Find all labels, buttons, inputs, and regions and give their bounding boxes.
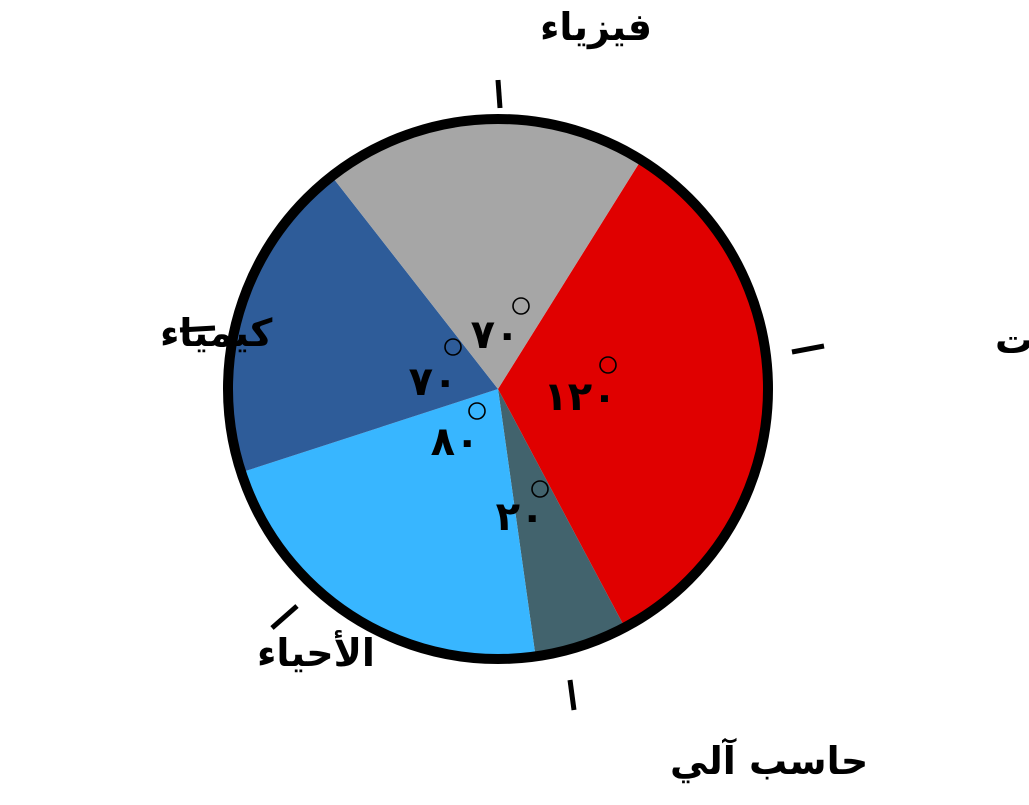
- pie-slice-2: [498, 389, 625, 657]
- degree-symbol-2: [531, 480, 549, 498]
- value-label-2: ٢٠: [496, 494, 545, 540]
- category-label-3: الأحياء: [257, 629, 375, 675]
- value-label-3: ٨٠: [431, 419, 480, 465]
- category-label-2: حاسب آلي: [670, 737, 868, 783]
- pie-slice-5: [331, 118, 642, 389]
- category-labels: رياضيات حاسب آلي الأحياء كيمياء فيزياء: [160, 5, 1029, 783]
- value-labels: ١٢٠ ٢٠ ٨٠ ٧٠ ٧٠: [409, 297, 617, 540]
- category-label-1: رياضيات: [995, 318, 1029, 362]
- pie-slice-3: [241, 389, 536, 659]
- degree-symbol-3: [468, 402, 486, 420]
- leader-ticks: [179, 79, 825, 711]
- pie-slice-1: [498, 160, 768, 628]
- category-label-5: فيزياء: [540, 5, 652, 49]
- leader-tick-2: [567, 679, 577, 711]
- leader-tick-4: [179, 325, 216, 333]
- degree-symbol-4: [444, 338, 462, 356]
- degree-symbol-5: [512, 297, 530, 315]
- leader-tick-3: [270, 604, 299, 630]
- pie-slices: [227, 118, 768, 659]
- pie-outline: [223, 114, 773, 664]
- degree-symbol-1: [599, 356, 617, 374]
- value-label-1: ١٢٠: [543, 374, 616, 420]
- pie-slice-4: [227, 176, 498, 473]
- category-label-4: كيمياء: [160, 311, 273, 355]
- leader-tick-5: [495, 79, 503, 109]
- value-label-4: ٧٠: [409, 359, 458, 405]
- value-label-5: ٧٠: [471, 312, 520, 358]
- leader-tick-1: [791, 343, 825, 355]
